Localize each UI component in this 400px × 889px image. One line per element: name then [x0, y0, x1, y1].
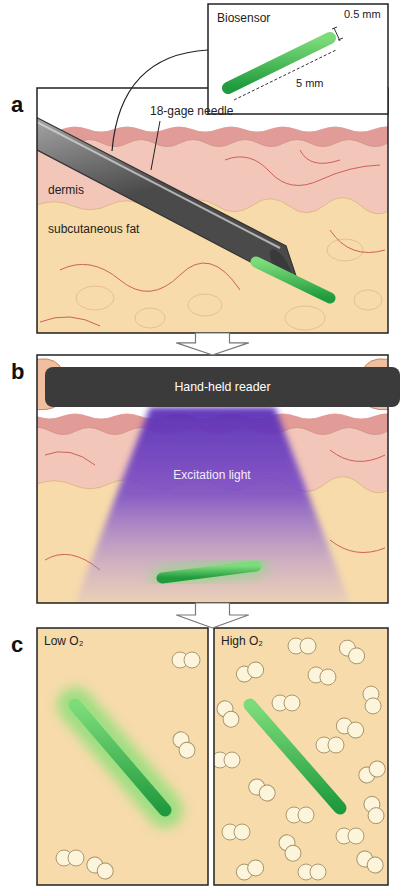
reader-device: Hand-held reader [45, 367, 400, 407]
block-arrow [177, 603, 249, 628]
condition-label: High O₂ [221, 634, 263, 648]
part-label: 18-gage needle [150, 104, 233, 118]
layer-label: dermis [48, 183, 84, 197]
dimension-label: 5 mm [296, 77, 324, 89]
dimension-label: 0.5 mm [344, 8, 381, 20]
light-label: Excitation light [173, 468, 250, 482]
panel: cLow O₂High O₂ [37, 628, 388, 885]
biosensor-rod [228, 38, 330, 88]
condition-label: Low O₂ [44, 634, 83, 648]
panel-letter: a [11, 92, 23, 118]
device-label: Hand-held reader [45, 380, 400, 394]
length-dimension [234, 50, 336, 100]
sub-panel: Low O₂ [37, 628, 208, 885]
tissue-high-oxygen [214, 628, 388, 885]
tissue-low-oxygen [37, 628, 208, 885]
sub-panel: High O₂ [214, 628, 388, 885]
block-arrow [177, 333, 249, 355]
skin-cross-section [37, 355, 388, 603]
inset-box: Biosensor [208, 4, 388, 114]
panel-frame [37, 628, 208, 885]
excitation-light [75, 407, 350, 603]
panel-letter: c [11, 632, 23, 658]
panel: a [37, 88, 388, 333]
skin-cross-section [37, 88, 388, 333]
panel-letter: b [11, 359, 24, 385]
inset-title: Biosensor [217, 11, 270, 25]
panel-frame [37, 88, 388, 333]
layer-label: subcutaneous fat [48, 222, 139, 236]
inset-frame [208, 4, 388, 114]
panel-frame [214, 628, 388, 885]
biosensor-rod [162, 566, 256, 578]
zoom-leader [112, 50, 208, 151]
